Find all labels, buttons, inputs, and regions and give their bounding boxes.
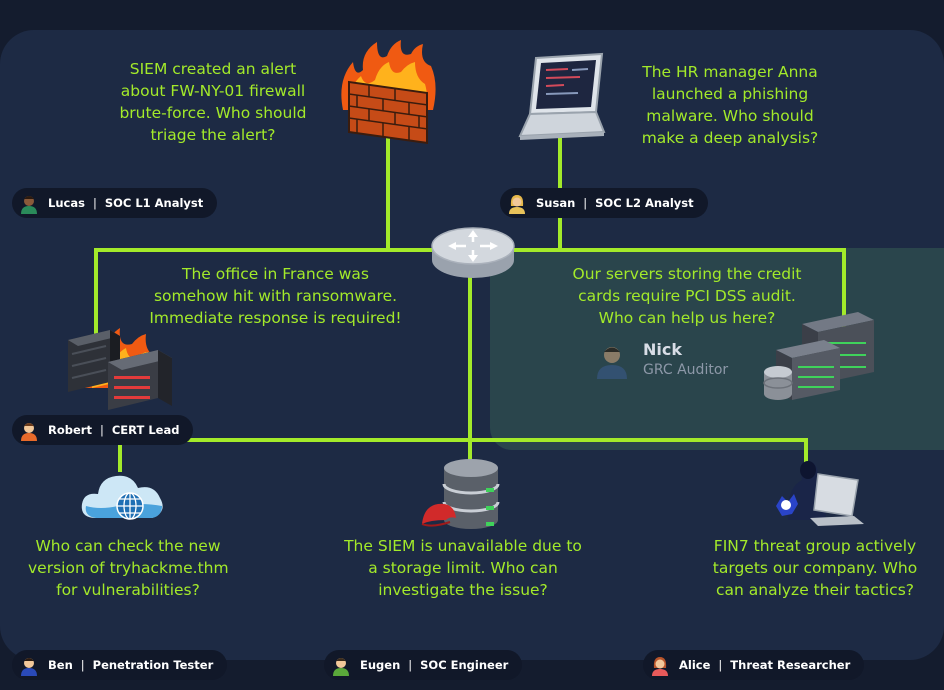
laptop-icon bbox=[518, 52, 606, 140]
tag-eugen: Eugen|SOC Engineer bbox=[324, 650, 523, 680]
lucas-avatar bbox=[21, 196, 37, 214]
susan-avatar bbox=[509, 195, 525, 214]
caption-web: Who can check the new version of tryhack… bbox=[28, 537, 229, 599]
caption-fin7: FIN7 threat group actively targets our c… bbox=[712, 537, 918, 599]
tag-lucas: Lucas|SOC L1 Analyst bbox=[12, 188, 218, 218]
cloud-globe-icon bbox=[81, 475, 163, 520]
alice-avatar bbox=[652, 657, 668, 676]
nick-card: Nick GRC Auditor bbox=[593, 340, 728, 380]
siem-database-icon bbox=[421, 459, 500, 529]
caption-phishing: The HR manager Anna launched a phishing … bbox=[641, 63, 819, 147]
eugen-avatar bbox=[333, 658, 349, 676]
nick-avatar bbox=[597, 347, 627, 379]
robert-avatar bbox=[21, 423, 37, 441]
caption-pci: Our servers storing the credit cards req… bbox=[572, 265, 802, 327]
router-icon bbox=[431, 227, 515, 278]
firewall-icon bbox=[341, 40, 436, 144]
burning-servers-icon bbox=[68, 328, 172, 410]
ben-avatar bbox=[21, 658, 37, 676]
tag-susan: Susan|SOC L2 Analyst bbox=[500, 188, 708, 218]
wire-left-branch bbox=[94, 248, 472, 342]
server-rack-icon bbox=[763, 312, 874, 400]
tag-robert: Robert|CERT Lead bbox=[12, 415, 194, 445]
tag-alice: Alice|Threat Researcher bbox=[643, 650, 865, 680]
wire-bottom-bus bbox=[118, 438, 808, 472]
caption-firewall: SIEM created an alert about FW-NY-01 fir… bbox=[119, 60, 307, 144]
caption-ransomware: The office in France was somehow hit wit… bbox=[149, 265, 402, 327]
tag-ben: Ben|Penetration Tester bbox=[12, 650, 228, 680]
wire-right-branch bbox=[468, 248, 846, 342]
caption-siem: The SIEM is unavailable due to a storage… bbox=[344, 537, 582, 599]
hacker-icon bbox=[776, 461, 864, 526]
